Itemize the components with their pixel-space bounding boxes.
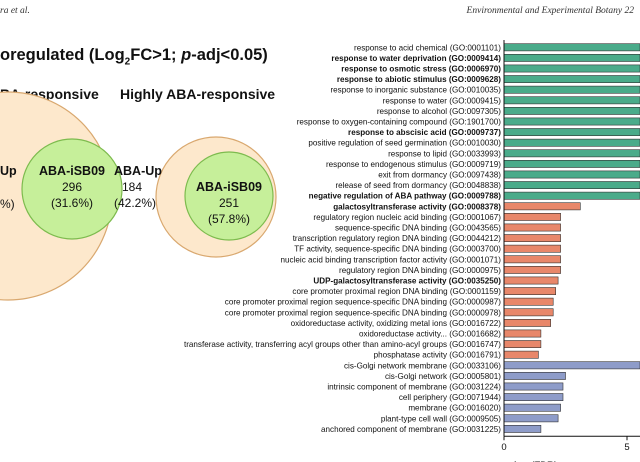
category-label: cell periphery (GO:0071944) <box>399 393 501 402</box>
category-label: cis-Golgi network (GO:0005801) <box>385 372 501 381</box>
bar <box>503 191 640 200</box>
x-axis-label: -Log(FDR) <box>511 460 557 462</box>
bar <box>503 160 640 168</box>
venn-left-inner-count: 296 <box>61 180 83 194</box>
category-label: transcription regulatory region DNA bind… <box>293 234 502 243</box>
category-label: response to oxygen-containing compound (… <box>297 118 502 127</box>
bar <box>503 382 564 391</box>
category-label: response to alcohol (GO:0097305) <box>377 107 501 116</box>
venn-diagrams <box>0 91 277 301</box>
venn-right-inner-labels: ABA-iSB09 251 (57.8%) <box>194 179 264 227</box>
category-label: UDP-galactosyltransferase activity (GO:0… <box>313 277 501 286</box>
bar <box>503 371 566 380</box>
category-label: response to water (GO:0009415) <box>383 96 502 105</box>
bar <box>503 297 554 306</box>
category-label: response to acid chemical (GO:0001101) <box>354 43 501 52</box>
category-label: response to inorganic substance (GO:0010… <box>330 86 501 95</box>
category-label: transferase activity, transferring acyl … <box>184 340 501 349</box>
venn-left-outer-pct: %) <box>0 197 15 211</box>
category-label: anchored component of membrane (GO:00312… <box>321 425 501 434</box>
bar <box>503 43 640 52</box>
venn-left-inner-labels: ABA-iSB09 296 (31.6%) <box>38 163 106 211</box>
category-label: oxidoreductase activity, oxidizing metal… <box>291 319 502 328</box>
category-label: regulatory region nucleic acid binding (… <box>313 213 501 222</box>
bar <box>503 181 640 189</box>
category-label: negative regulation of ABA pathway (GO:0… <box>309 192 502 201</box>
bar <box>503 234 561 242</box>
bar <box>503 340 542 348</box>
journal-name-header: Environmental and Experimental Botany 22 <box>466 6 634 16</box>
bar <box>503 85 640 94</box>
bar <box>503 265 561 274</box>
category-label: oxidoreductase activity... (GO:0016682) <box>359 330 501 339</box>
bar <box>503 223 561 232</box>
journal-author-header: ra et al. <box>0 6 30 16</box>
bar <box>503 361 640 370</box>
venn-right-inner-count: 251 <box>218 196 240 210</box>
bar <box>503 393 564 401</box>
category-label: nucleic acid binding transcription facto… <box>281 255 502 264</box>
bar <box>503 53 640 62</box>
category-label: response to abiotic stimulus (GO:0009628… <box>337 75 501 84</box>
bar <box>503 213 561 221</box>
venn-right-inner-circle <box>184 151 274 241</box>
venn-right-outer-name: ABA-Up <box>114 164 162 178</box>
x-tick-label: 5 <box>624 442 629 453</box>
venn-right-outer-labels: ABA-Up 184 (42.2%) <box>114 163 162 211</box>
bar <box>503 107 640 115</box>
category-label: core promoter proximal region DNA bindin… <box>292 287 501 296</box>
category-label: response to endogenous stimulus (GO:0009… <box>326 160 501 169</box>
venn-right-inner-pct: (57.8%) <box>207 212 251 226</box>
venn-left-inner-circle <box>21 138 123 240</box>
category-label: membrane (GO:0016020) <box>408 404 501 413</box>
x-tick-label: 0 <box>501 442 506 453</box>
category-label: response to lipid (GO:0033993) <box>388 149 501 158</box>
category-label: response to abscisic acid (GO:0009737) <box>348 128 501 137</box>
category-label: phosphatase activity (GO:0016791) <box>374 351 502 360</box>
bar <box>503 117 640 126</box>
category-label: response to osmotic stress (GO:0006970) <box>341 65 501 74</box>
category-label: galactosyltransferase activity (GO:00083… <box>333 202 501 211</box>
venn-left-inner-pct: (31.6%) <box>50 196 94 210</box>
bar <box>503 350 539 359</box>
bar <box>503 424 542 433</box>
bar <box>503 149 640 158</box>
venn-left-inner-name: ABA-iSB09 <box>39 164 105 178</box>
bar <box>503 202 581 211</box>
category-label: response to water deprivation (GO:000941… <box>331 54 501 63</box>
bar <box>503 318 552 327</box>
venn-right-outer-pct: (42.2%) <box>114 196 157 210</box>
venn-left-outer-label: Up <box>0 164 17 178</box>
category-label: plant-type cell wall (GO:0009505) <box>381 414 501 423</box>
venn-right-outer-count: 184 <box>122 180 143 194</box>
category-label: core promoter proximal region sequence-s… <box>225 298 502 307</box>
category-label: TF activity, sequence-specific DNA bindi… <box>294 245 501 254</box>
bar <box>503 128 640 136</box>
bar <box>503 329 542 338</box>
bar <box>503 64 640 73</box>
category-label: regulatory region DNA binding (GO:000097… <box>339 266 501 275</box>
bar <box>503 255 561 264</box>
bar <box>503 287 557 295</box>
bar <box>503 138 640 147</box>
bar <box>503 403 561 412</box>
venn-right-heading: Highly ABA-responsive <box>120 86 276 102</box>
category-label: intrinsic component of membrane (GO:0031… <box>327 383 501 392</box>
category-label: core promoter proximal region sequence-s… <box>225 308 502 317</box>
figure-title: oregulated (Log2FC>1; p-adj<0.05) <box>0 46 268 68</box>
bar <box>503 414 559 423</box>
category-label: exit from dormancy (GO:0097438) <box>378 171 501 180</box>
bar <box>503 244 561 253</box>
bar <box>503 308 554 317</box>
bar <box>503 96 640 105</box>
venn-right-inner-name: ABA-iSB09 <box>196 180 262 194</box>
bar <box>503 170 640 179</box>
bar <box>503 75 640 83</box>
bar <box>503 276 559 285</box>
category-label: release of seed from dormancy (GO:004883… <box>335 181 501 190</box>
category-label: positive regulation of seed germination … <box>308 139 501 148</box>
category-label: cis-Golgi network membrane (GO:0033106) <box>344 361 501 370</box>
category-label: sequence-specific DNA binding (GO:004356… <box>335 224 501 233</box>
